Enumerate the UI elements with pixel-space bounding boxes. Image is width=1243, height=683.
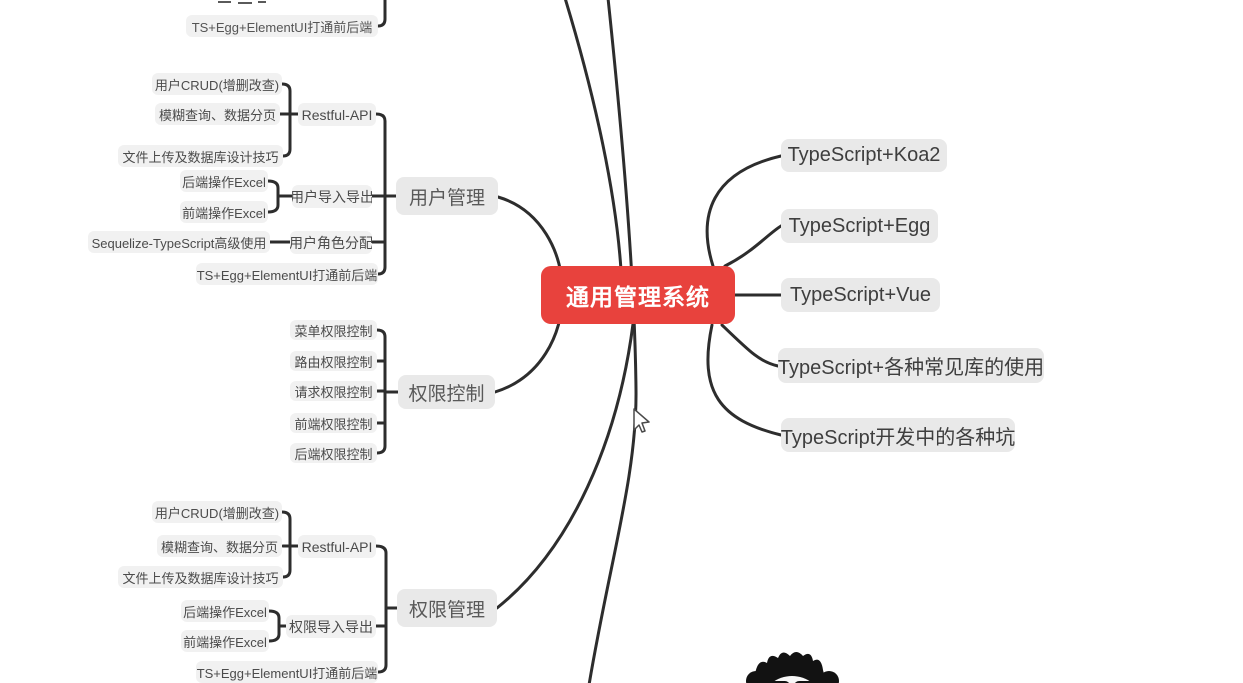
node-user-crud-b3[interactable]: 用户CRUD(增删改查) bbox=[152, 501, 282, 523]
node-request-perm[interactable]: 请求权限控制 bbox=[290, 381, 377, 401]
right-node-koa2[interactable]: TypeScript+Koa2 bbox=[781, 139, 947, 172]
edge-koa2 bbox=[705, 154, 783, 268]
node-frontend-excel[interactable]: 前端操作Excel bbox=[180, 201, 268, 223]
node-user-crud[interactable]: 用户CRUD(增删改查) bbox=[152, 73, 282, 95]
node-restful-api[interactable]: Restful-API bbox=[298, 103, 376, 126]
node-file-upload-db[interactable]: 文件上传及数据库设计技巧 bbox=[118, 145, 283, 167]
trunk-vertical-curve bbox=[587, 0, 638, 683]
branch-permission-management[interactable]: 权限管理 bbox=[397, 589, 497, 627]
right-node-common-libs[interactable]: TypeScript+各种常见库的使用 bbox=[778, 348, 1044, 383]
node-restful-api-b3[interactable]: Restful-API bbox=[298, 535, 376, 558]
node-ts-egg-elementui-top[interactable]: TS+Egg+ElementUI打通前后端 bbox=[186, 15, 378, 37]
bracket-b3-main bbox=[374, 544, 388, 674]
bracket-top-partial bbox=[376, 0, 387, 28]
node-perm-import-export[interactable]: 权限导入导出 bbox=[286, 615, 376, 638]
edge-pits bbox=[706, 323, 783, 437]
node-backend-excel[interactable]: 后端操作Excel bbox=[180, 170, 268, 192]
node-ts-egg-elementui-b1[interactable]: TS+Egg+ElementUI打通前后端 bbox=[196, 263, 378, 285]
node-fuzzy-query[interactable]: 模糊查询、数据分页 bbox=[155, 103, 280, 125]
edge-egg bbox=[723, 224, 783, 268]
node-frontend-perm[interactable]: 前端权限控制 bbox=[290, 413, 377, 433]
node-file-upload-db-b3[interactable]: 文件上传及数据库设计技巧 bbox=[118, 566, 283, 588]
bracket-b1-restful bbox=[280, 82, 292, 158]
trunk-top-curve bbox=[564, 0, 623, 272]
right-node-vue[interactable]: TypeScript+Vue bbox=[781, 278, 940, 312]
node-user-import-export[interactable]: 用户导入导出 bbox=[292, 185, 372, 208]
node-backend-excel-b3[interactable]: 后端操作Excel bbox=[181, 600, 269, 622]
bracket-b1-excel bbox=[266, 179, 280, 214]
right-node-ts-pitfalls[interactable]: TypeScript开发中的各种坑 bbox=[781, 418, 1015, 452]
node-route-perm[interactable]: 路由权限控制 bbox=[290, 351, 377, 371]
edge-libs bbox=[720, 323, 780, 368]
node-fuzzy-query-b3[interactable]: 模糊查询、数据分页 bbox=[157, 535, 282, 557]
node-backend-perm[interactable]: 后端权限控制 bbox=[290, 443, 377, 463]
right-node-egg[interactable]: TypeScript+Egg bbox=[781, 209, 938, 243]
center-node[interactable]: 通用管理系统 bbox=[541, 266, 735, 324]
monkey-logo bbox=[746, 652, 839, 683]
bracket-b1-main bbox=[374, 112, 387, 276]
edge-perm-manage bbox=[495, 322, 635, 610]
node-sequelize-ts[interactable]: Sequelize-TypeScript高级使用 bbox=[88, 231, 270, 253]
node-ts-egg-elementui-b3[interactable]: TS+Egg+ElementUI打通前后端 bbox=[196, 661, 378, 683]
node-user-role-assign[interactable]: 用户角色分配 bbox=[290, 231, 372, 254]
top-clipped-text-fragment bbox=[218, 1, 266, 4]
node-frontend-excel-b3[interactable]: 前端操作Excel bbox=[181, 630, 269, 652]
node-menu-perm[interactable]: 菜单权限控制 bbox=[290, 320, 377, 340]
branch-user-management[interactable]: 用户管理 bbox=[396, 177, 498, 215]
branch-permission-control[interactable]: 权限控制 bbox=[398, 375, 495, 409]
